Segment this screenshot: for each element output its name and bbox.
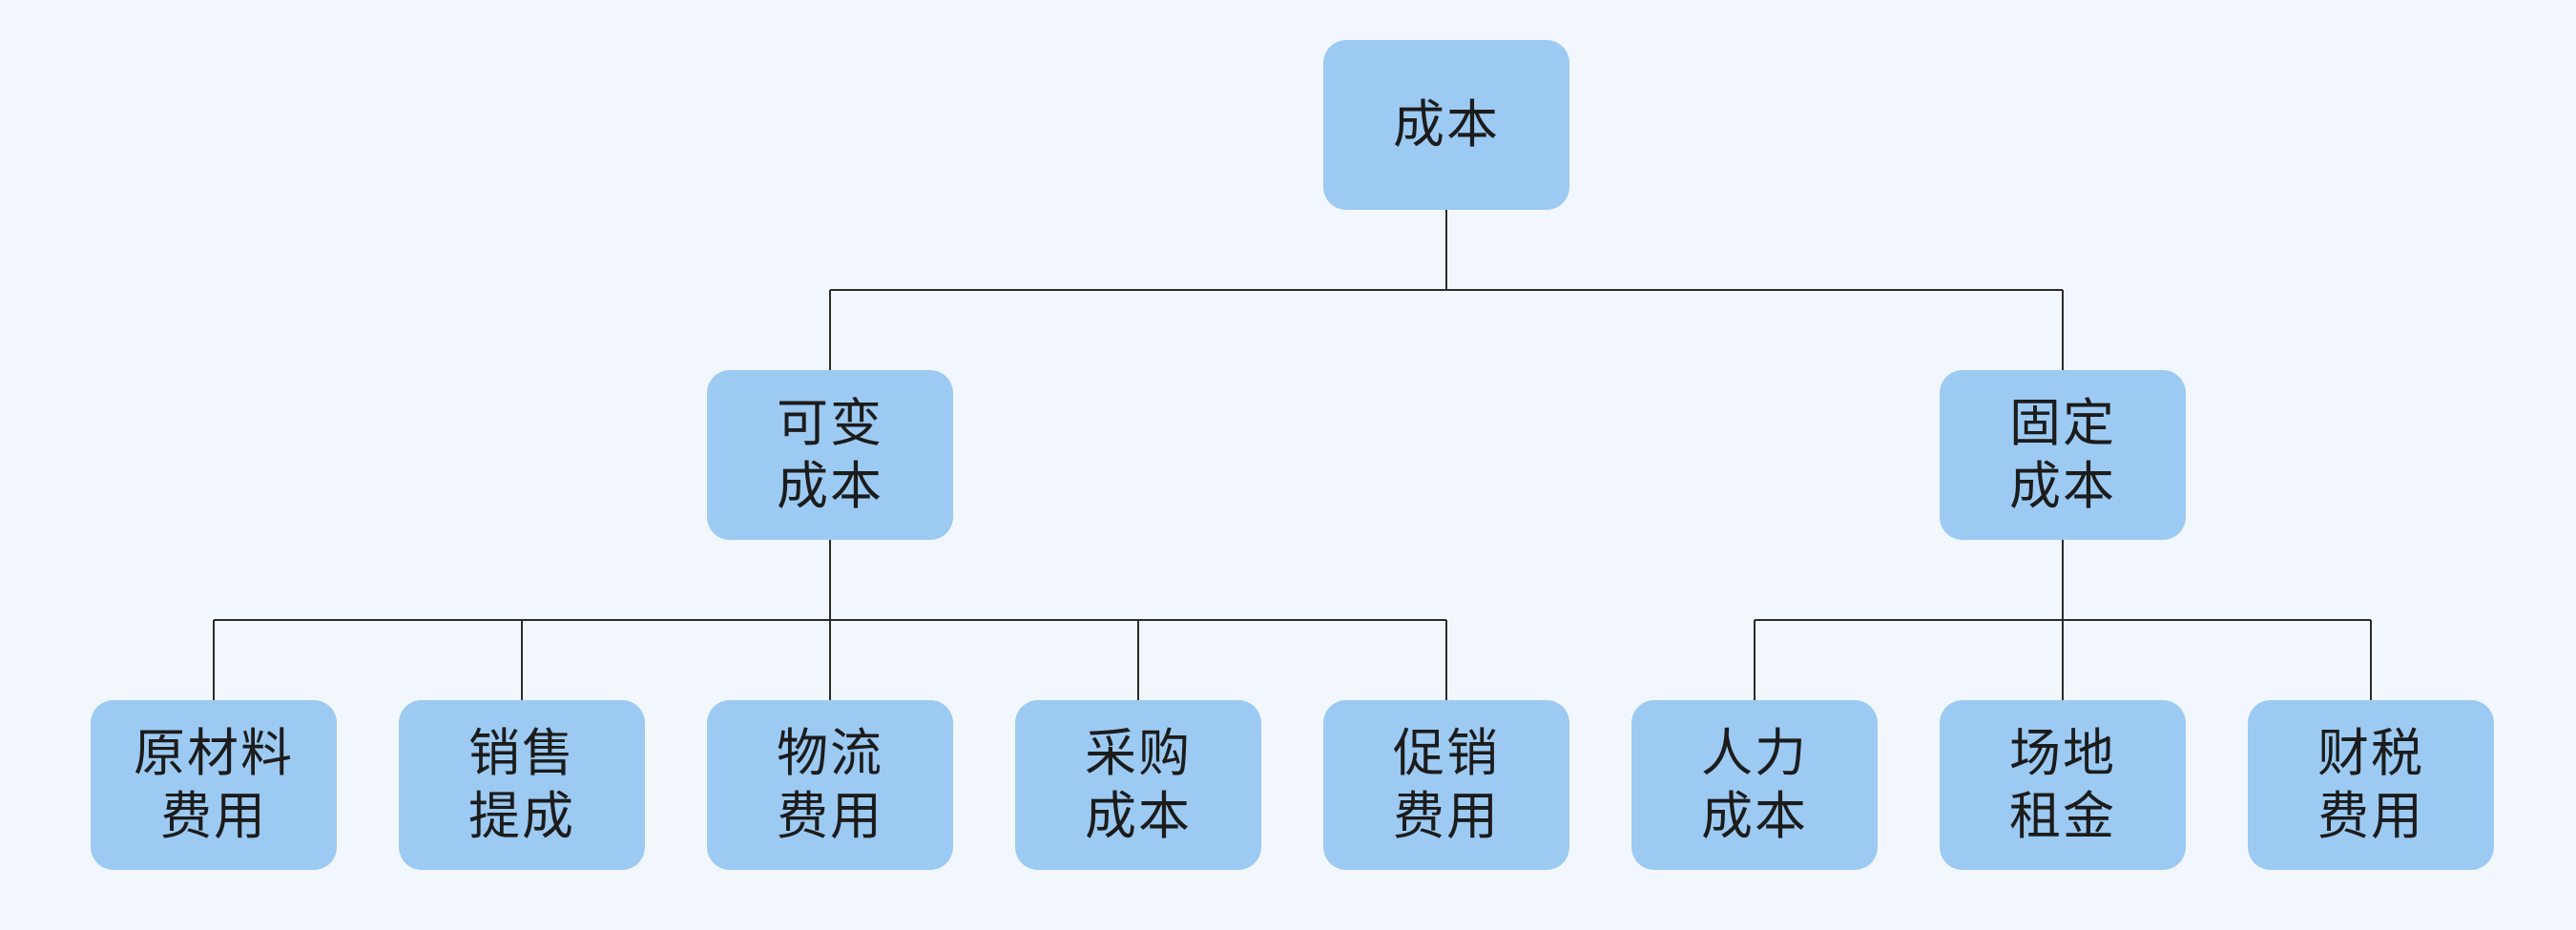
node-cost: 成本 [1323, 40, 1569, 210]
node-variable-cost: 可变 成本 [707, 370, 953, 540]
connector-n1 [213, 540, 1447, 700]
node-label-line: 提成 [468, 786, 575, 846]
node-label-line: 采购 [1085, 723, 1192, 783]
node-label-line: 物流 [777, 723, 883, 783]
node-promotion-cost: 促销 费用 [1323, 700, 1569, 870]
node-label-line: 财税 [2317, 723, 2424, 783]
node-label-line: 可变 [777, 393, 883, 453]
node-label-line: 租金 [2009, 786, 2116, 846]
node-label-line: 固定 [2009, 393, 2116, 453]
node-finance-tax-cost: 财税 费用 [2248, 700, 2494, 870]
node-label-line: 费用 [777, 786, 883, 846]
node-sales-commission: 销售 提成 [399, 700, 645, 870]
node-label-line: 促销 [1393, 723, 1500, 783]
node-label-line: 成本 [1701, 786, 1808, 846]
node-fixed-cost: 固定 成本 [1940, 370, 2186, 540]
connector-n2 [1754, 540, 2372, 700]
node-label-line: 成本 [1085, 786, 1192, 846]
node-label-line: 费用 [1393, 786, 1500, 846]
node-label-line: 原材料 [134, 723, 294, 783]
node-purchasing-cost: 采购 成本 [1015, 700, 1261, 870]
node-label-line: 销售 [468, 723, 575, 783]
node-logistics-cost: 物流 费用 [707, 700, 953, 870]
node-label-line: 成本 [777, 456, 883, 516]
node-raw-material-cost: 原材料 费用 [91, 700, 337, 870]
node-label-line: 成本 [2009, 456, 2116, 516]
node-label-line: 费用 [2317, 786, 2424, 846]
node-site-rent: 场地 租金 [1940, 700, 2186, 870]
node-label-line: 成本 [1393, 94, 1500, 155]
connector-n0 [829, 210, 2064, 370]
node-labor-cost: 人力 成本 [1631, 700, 1878, 870]
node-label-line: 费用 [160, 786, 267, 846]
node-label-line: 场地 [2009, 723, 2116, 783]
node-label-line: 人力 [1701, 723, 1808, 783]
